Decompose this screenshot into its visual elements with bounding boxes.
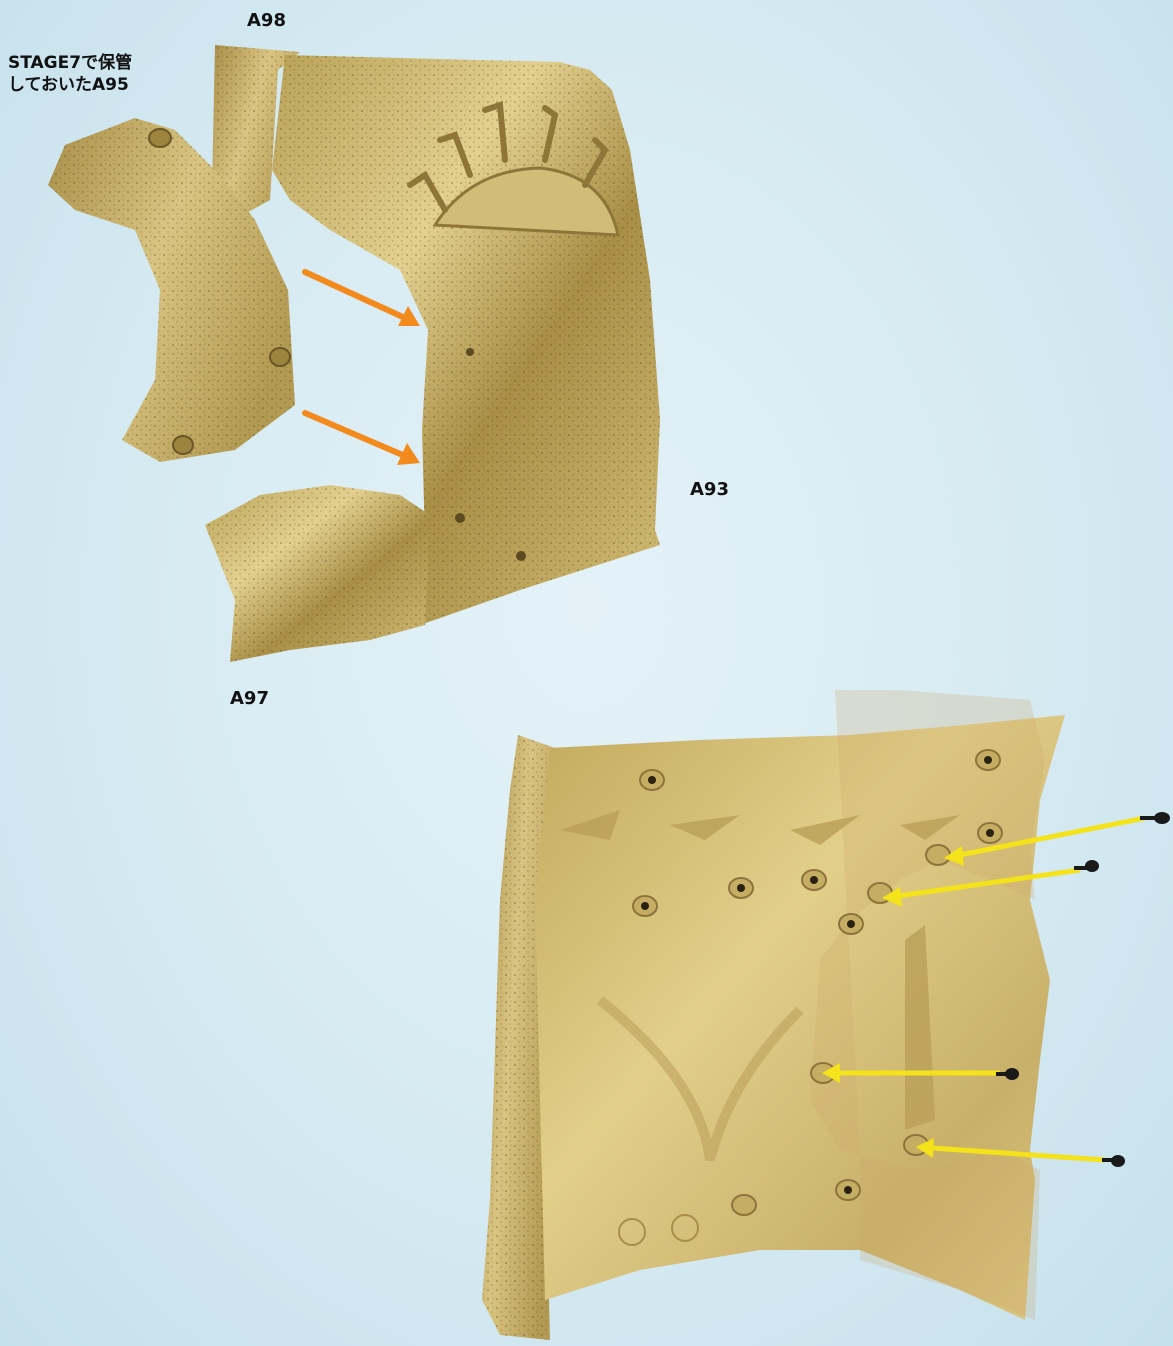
label-a98: A98	[247, 10, 286, 32]
label-a95: STAGE7で保管 しておいたA95	[8, 52, 132, 96]
orange-arrow-icon	[305, 272, 420, 326]
label-a93: A93	[690, 479, 729, 501]
label-a95-line2: しておいたA95	[8, 74, 132, 96]
label-a95-line1: STAGE7で保管	[8, 52, 132, 74]
screw-icon	[1140, 812, 1170, 824]
assembled-back-inner	[482, 690, 1065, 1340]
orange-arrow-icon	[305, 413, 420, 465]
label-a97: A97	[230, 688, 269, 710]
screw-icon	[1102, 1155, 1125, 1167]
part-a97	[205, 485, 430, 662]
